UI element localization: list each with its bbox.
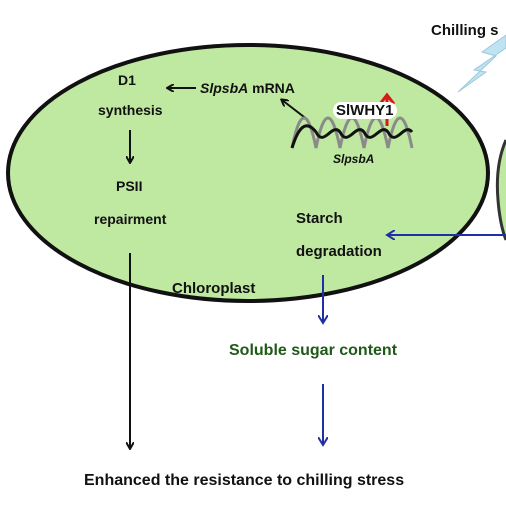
chloroplast-label: Chloroplast (172, 280, 256, 297)
slpsba-mrna-label: SlpsbA mRNA (200, 80, 295, 96)
starch-label: Starch (296, 210, 343, 227)
mrna-suffix: mRNA (248, 80, 295, 96)
siwhy1-label: SlWHY1 (333, 102, 397, 119)
slpsba-gene-label: SlpsbA (333, 152, 375, 166)
synthesis-label: synthesis (98, 102, 163, 118)
lightning-icon (457, 34, 506, 93)
d1-label: D1 (118, 72, 136, 88)
soluble-sugar-label: Soluble sugar content (229, 342, 398, 359)
enhanced-resistance-label: Enhanced the resistance to chilling stre… (84, 472, 405, 489)
repairment-label: repairment (94, 211, 167, 227)
slpsba-mrna-italic: SlpsbA (200, 80, 249, 96)
adjacent-organelle (495, 139, 506, 241)
psii-label: PSII (116, 178, 143, 194)
chilling-stress-label: Chilling s (431, 22, 499, 39)
degradation-label: degradation (296, 243, 382, 260)
